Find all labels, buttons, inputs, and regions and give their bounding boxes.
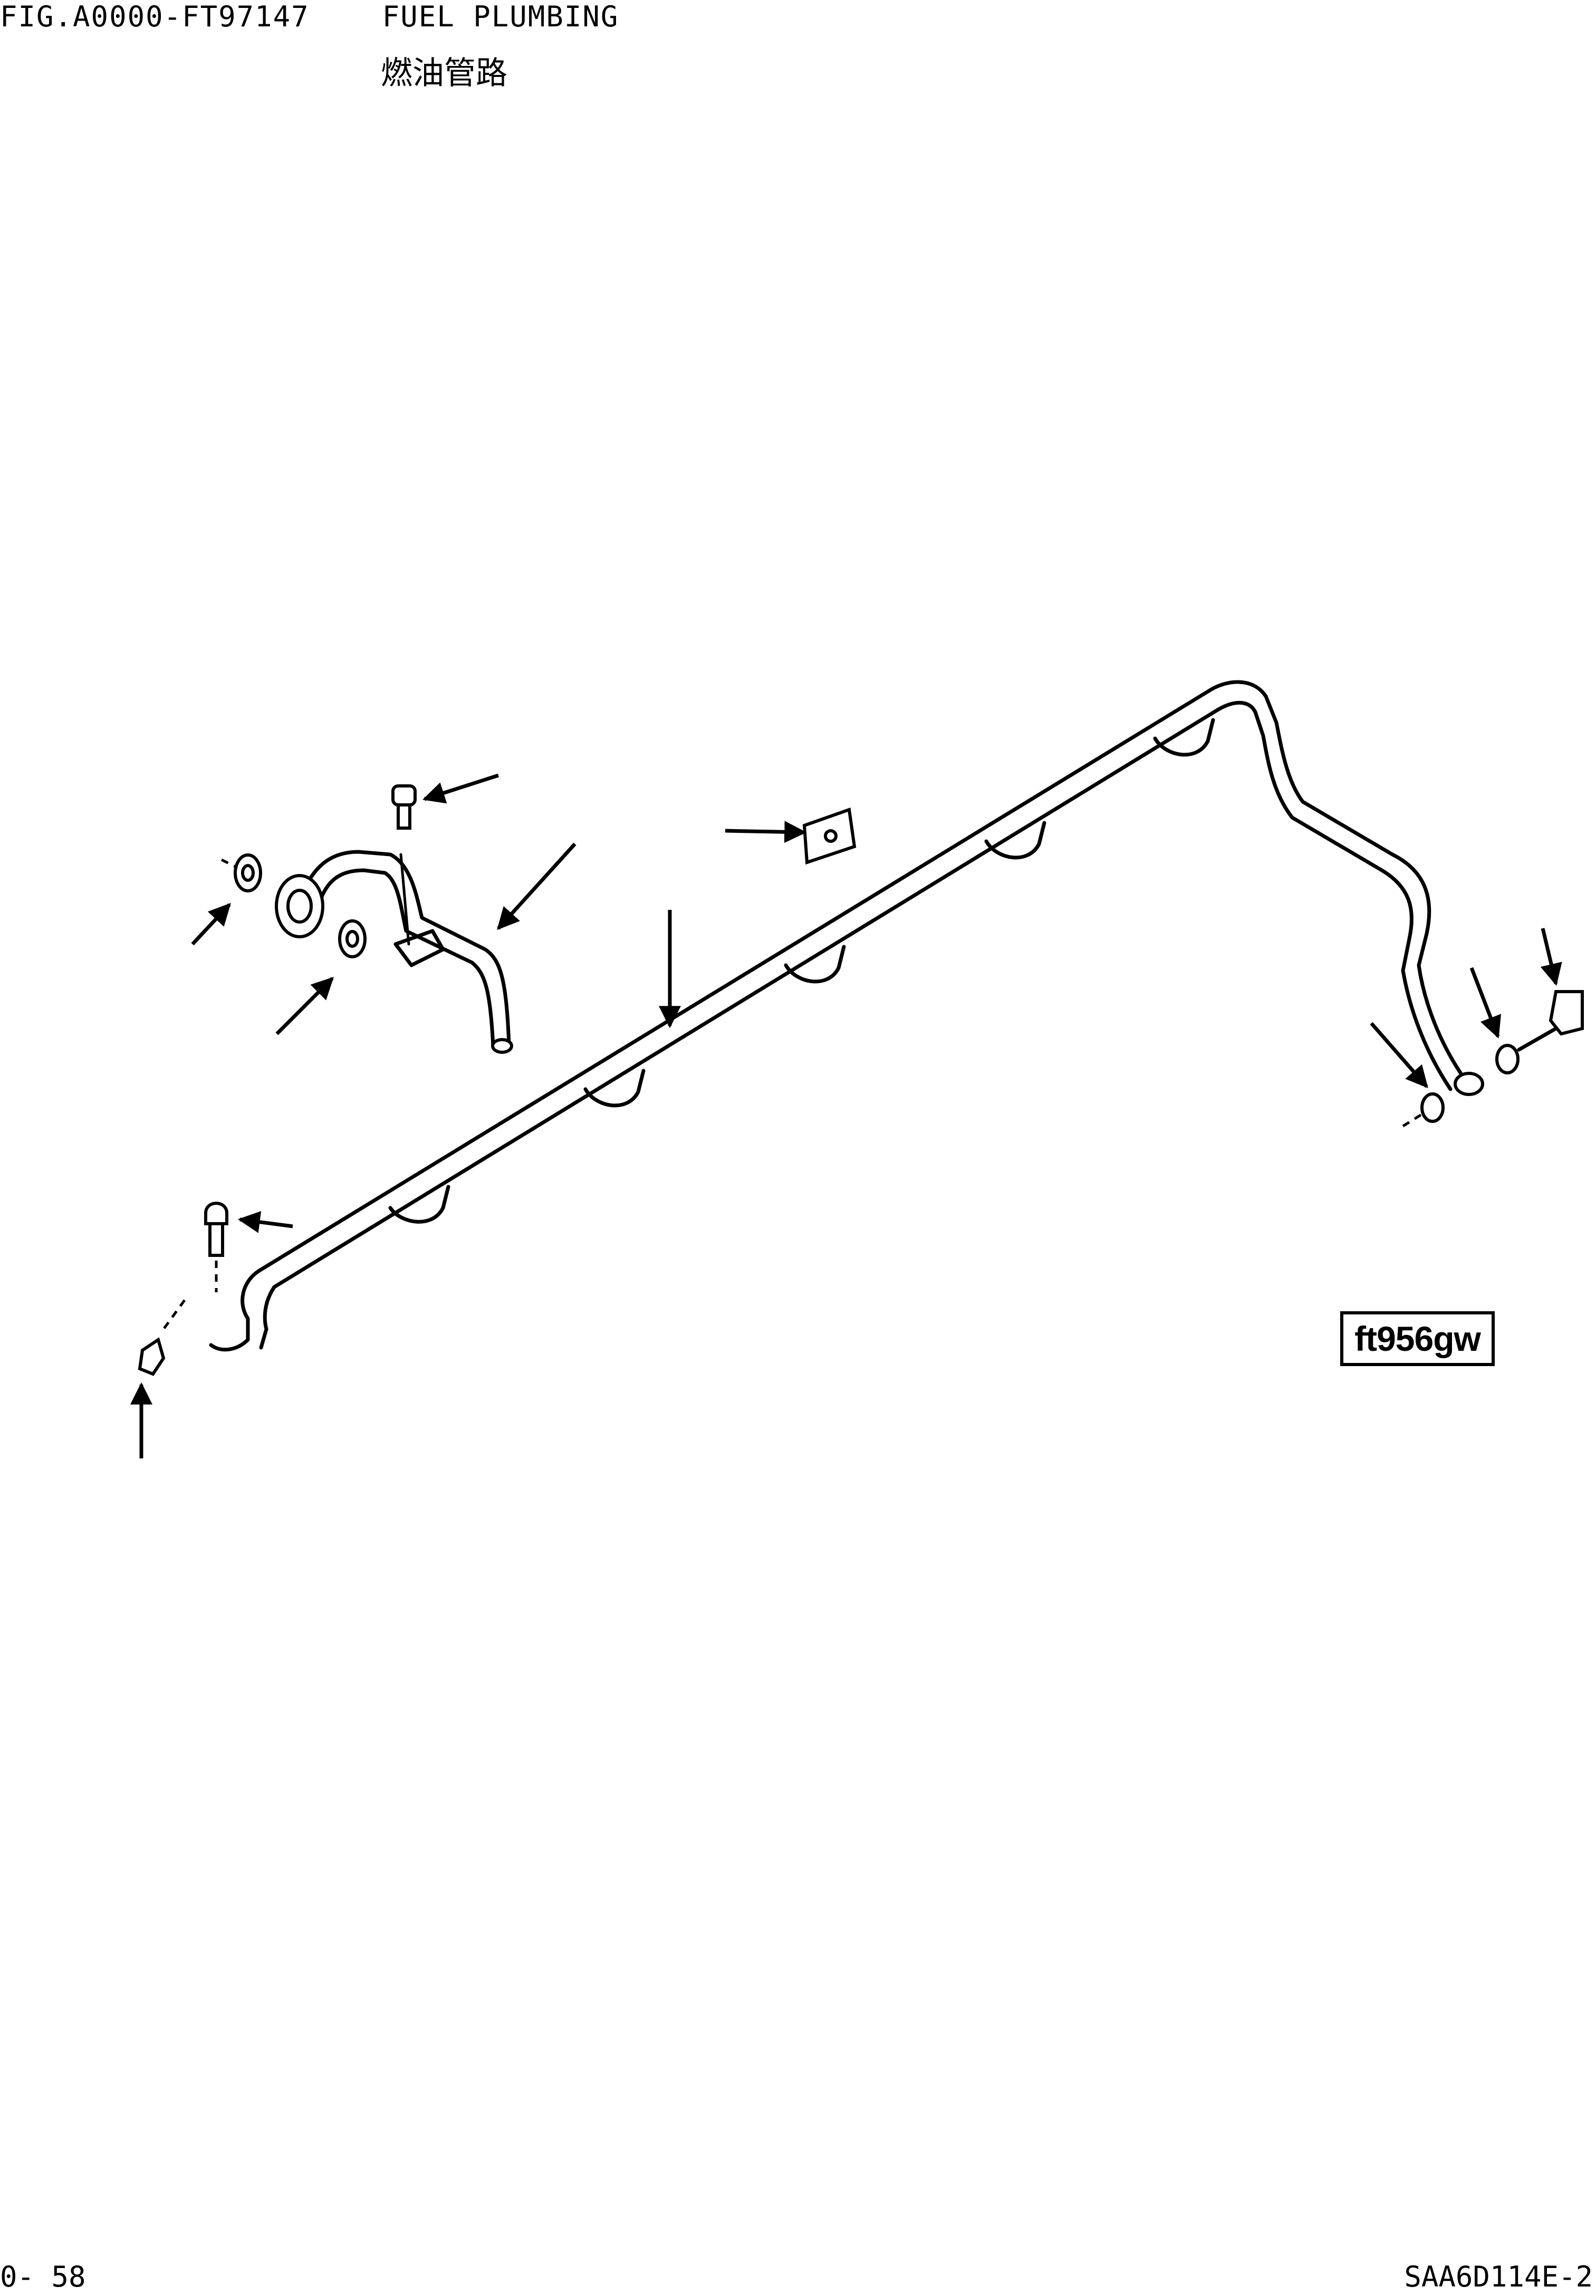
model-code: SAA6D114E-2	[1404, 2260, 1593, 2293]
leader-arrows	[130, 773, 1562, 1458]
figure-subtitle: 燃油管路	[381, 55, 507, 92]
figure-title: FUEL PLUMBING	[382, 0, 619, 33]
figure-header: FIG.A0000-FT97147 FUEL PLUMBING	[0, 0, 619, 33]
spill-pipe	[275, 850, 513, 1054]
gasket-parts	[220, 853, 1520, 1128]
fuel-return-pipe	[209, 680, 1484, 1352]
page-number: 0- 58	[0, 2260, 86, 2293]
bolt-parts	[138, 784, 1584, 1376]
reference-code-box: ft956gw	[1340, 1311, 1495, 1366]
figure-id: FIG.A0000-FT97147	[0, 0, 310, 33]
